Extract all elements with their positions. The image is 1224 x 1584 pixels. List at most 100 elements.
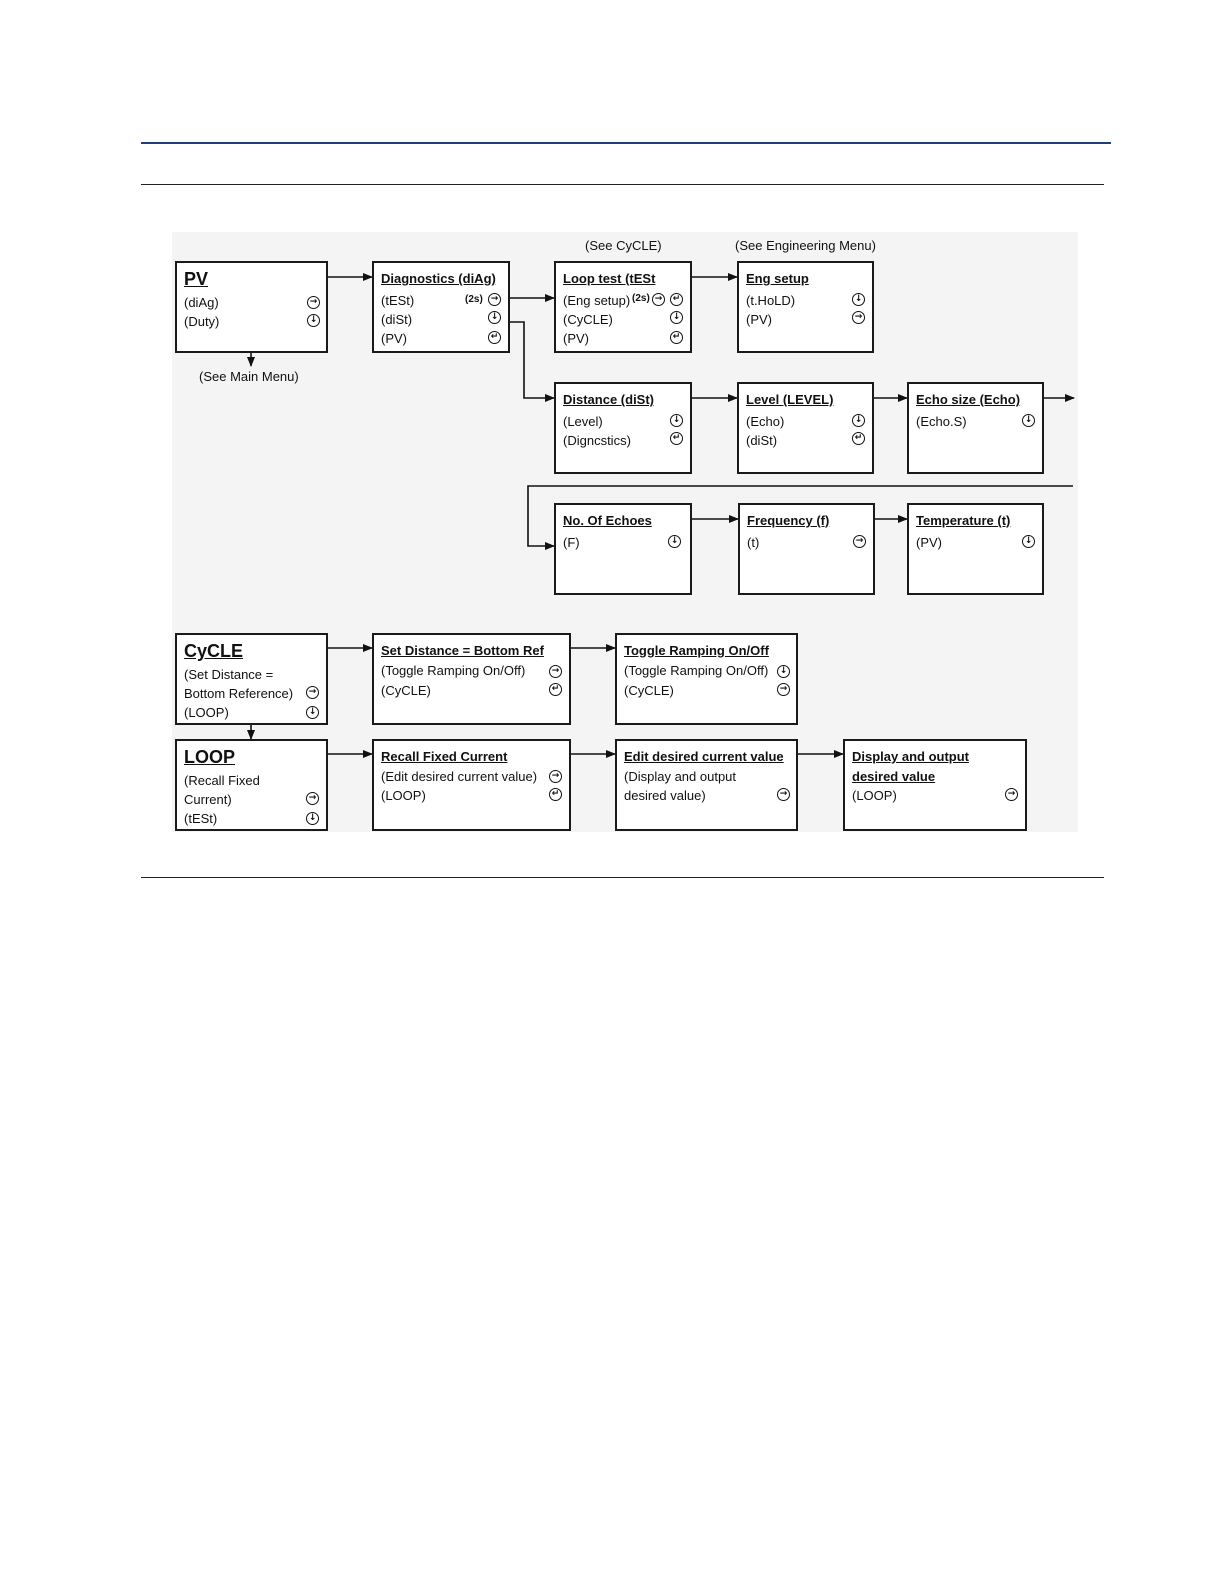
set-distance-box[interactable]: Set Distance = Bottom Ref (Toggle Rampin… <box>372 633 571 725</box>
display-output-title-2: desired value <box>852 769 936 784</box>
loop-test-line-3: (PV) <box>563 331 589 346</box>
diagnostics-line-3: (PV) <box>381 331 407 346</box>
toggle-ramping-title: Toggle Ramping On/Off <box>624 643 769 658</box>
diagnostics-line-2: (diSt) <box>381 312 413 327</box>
level-title: Level (LEVEL) <box>746 392 834 407</box>
eng-setup-line-2: (PV) <box>746 312 772 327</box>
right-arrow-icon: → <box>852 311 865 324</box>
toggle-ramping-line-1: (Toggle Ramping On/Off) <box>624 663 769 678</box>
set-distance-line-2: (CyCLE) <box>381 683 431 698</box>
loop-line-1: (Recall Fixed <box>184 773 260 788</box>
arrow-diag-to-distance <box>510 321 555 402</box>
down-arrow-icon: ↓ <box>668 535 681 548</box>
cycle-line-3: (LOOP) <box>184 705 229 720</box>
cycle-line-2: Bottom Reference) <box>184 686 294 701</box>
header-rule-blue <box>141 142 1111 144</box>
enter-icon: ↵ <box>670 432 683 445</box>
right-arrow-icon: → <box>777 683 790 696</box>
down-arrow-icon: ↓ <box>1022 414 1035 427</box>
eng-setup-line-1: (t.HoLD) <box>746 293 796 308</box>
distance-box[interactable]: Distance (diSt) (Level) (Digncstics) ↓ ↵ <box>554 382 692 474</box>
no-of-echoes-box[interactable]: No. Of Echoes (F) ↓ <box>554 503 692 595</box>
right-arrow-icon: → <box>549 770 562 783</box>
cycle-title: CyCLE <box>184 641 244 661</box>
frequency-title: Frequency (f) <box>747 513 830 528</box>
pv-title: PV <box>184 269 209 289</box>
diagnostics-title: Diagnostics (diAg) <box>381 271 496 286</box>
down-arrow-icon: ↓ <box>306 706 319 719</box>
down-arrow-icon: ↓ <box>1022 535 1035 548</box>
enter-icon: ↵ <box>549 683 562 696</box>
loop-test-box[interactable]: Loop test (tESt (Eng setup) (CyCLE) (PV)… <box>554 261 692 353</box>
echo-size-line-1: (Echo.S) <box>916 414 967 429</box>
right-arrow-icon: → <box>306 792 319 805</box>
frequency-box[interactable]: Frequency (f) (t) → <box>738 503 875 595</box>
enter-icon: ↵ <box>670 331 683 344</box>
set-distance-line-1: (Toggle Ramping On/Off) <box>381 663 526 678</box>
toggle-ramping-line-2: (CyCLE) <box>624 683 674 698</box>
down-arrow-icon: ↓ <box>777 665 790 678</box>
down-arrow-icon: ↓ <box>307 314 320 327</box>
distance-line-1: (Level) <box>563 414 603 429</box>
pv-line-1: (diAg) <box>184 295 219 310</box>
down-arrow-icon: ↓ <box>670 414 683 427</box>
right-arrow-icon: → <box>549 665 562 678</box>
toggle-ramping-box[interactable]: Toggle Ramping On/Off (Toggle Ramping On… <box>615 633 798 725</box>
loop-line-2: Current) <box>184 792 232 807</box>
diagnostics-line-1: (tESt) <box>381 293 415 308</box>
down-arrow-icon: ↓ <box>852 414 865 427</box>
level-line-2: (diSt) <box>746 433 778 448</box>
edit-current-box[interactable]: Edit desired current value (Display and … <box>615 739 798 831</box>
display-output-box[interactable]: Display and output desired value (LOOP) … <box>843 739 1027 831</box>
distance-line-2: (Digncstics) <box>563 433 631 448</box>
loop-box[interactable]: LOOP (Recall Fixed Current) (tESt) → ↓ <box>175 739 328 831</box>
pv-line-2: (Duty) <box>184 314 220 329</box>
level-line-1: (Echo) <box>746 414 785 429</box>
arrow-wrap-to-no-echoes <box>527 485 1073 550</box>
loop-test-line-2: (CyCLE) <box>563 312 613 327</box>
header-rule <box>141 184 1104 185</box>
no-of-echoes-title: No. Of Echoes <box>563 513 652 528</box>
footer-rule <box>141 877 1104 878</box>
temperature-title: Temperature (t) <box>916 513 1011 528</box>
loop-test-line-1: (Eng setup) <box>563 293 631 308</box>
right-arrow-icon: → <box>488 293 501 306</box>
enter-icon: ↵ <box>852 432 865 445</box>
eng-setup-title: Eng setup <box>746 271 809 286</box>
diagnostics-hold-tag: (2s) <box>465 294 483 305</box>
down-arrow-icon: ↓ <box>670 311 683 324</box>
diagnostics-box[interactable]: Diagnostics (diAg) (tESt) (diSt) (PV) (2… <box>372 261 510 353</box>
see-main-menu-note: (See Main Menu) <box>199 369 299 384</box>
edit-current-line-1: (Display and output <box>624 769 737 784</box>
right-arrow-icon: → <box>652 293 665 306</box>
loop-title: LOOP <box>184 747 236 767</box>
temperature-line-1: (PV) <box>916 535 942 550</box>
temperature-box[interactable]: Temperature (t) (PV) ↓ <box>907 503 1044 595</box>
right-arrow-icon: → <box>306 686 319 699</box>
cycle-box[interactable]: CyCLE (Set Distance = Bottom Reference) … <box>175 633 328 725</box>
eng-setup-box[interactable]: Eng setup (t.HoLD) (PV) ↓ → <box>737 261 874 353</box>
see-engineering-note: (See Engineering Menu) <box>735 238 876 253</box>
down-arrow-icon: ↓ <box>488 311 501 324</box>
level-box[interactable]: Level (LEVEL) (Echo) (diSt) ↓ ↵ <box>737 382 874 474</box>
down-arrow-icon: ↓ <box>306 812 319 825</box>
frequency-line-1: (t) <box>747 535 760 550</box>
enter-icon: ↵ <box>488 331 501 344</box>
display-output-title: Display and output <box>852 749 969 764</box>
right-arrow-icon: → <box>1005 788 1018 801</box>
down-arrow-icon: ↓ <box>852 293 865 306</box>
set-distance-title: Set Distance = Bottom Ref <box>381 643 544 658</box>
echo-size-box[interactable]: Echo size (Echo) (Echo.S) ↓ <box>907 382 1044 474</box>
loop-test-hold-tag: (2s) <box>632 293 650 304</box>
recall-fixed-current-box[interactable]: Recall Fixed Current (Edit desired curre… <box>372 739 571 831</box>
cycle-line-1: (Set Distance = <box>184 667 274 682</box>
distance-title: Distance (diSt) <box>563 392 655 407</box>
echo-size-title: Echo size (Echo) <box>916 392 1021 407</box>
enter-icon: ↵ <box>549 788 562 801</box>
enter-icon: ↵ <box>670 293 683 306</box>
loop-line-3: (tESt) <box>184 811 218 826</box>
pv-box[interactable]: PV (diAg) (Duty) → ↓ <box>175 261 328 353</box>
right-arrow-icon: → <box>307 296 320 309</box>
recall-fixed-current-title: Recall Fixed Current <box>381 749 508 764</box>
see-cycle-note: (See CyCLE) <box>585 238 662 253</box>
